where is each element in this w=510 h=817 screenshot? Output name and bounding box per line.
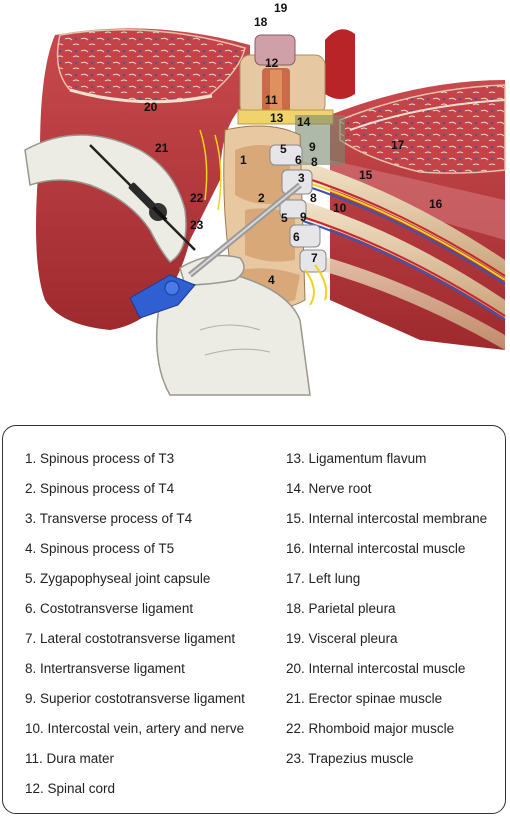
legend-item: 17. Left lung: [286, 571, 361, 586]
gloved-hands: [24, 134, 311, 396]
callout-label: 23: [190, 218, 204, 232]
legend-box: 1. Spinous process of T3 2. Spinous proc…: [2, 425, 506, 814]
legend-column-left: 1. Spinous process of T3 2. Spinous proc…: [25, 444, 245, 804]
legend-item: 1. Spinous process of T3: [25, 451, 175, 466]
legend-item: 12. Spinal cord: [25, 781, 116, 796]
aorta: [325, 29, 355, 100]
callout-label: 6: [295, 153, 302, 167]
legend-item: 14. Nerve root: [286, 481, 372, 496]
legend-item: 5. Zygapophyseal joint capsule: [25, 571, 211, 586]
legend-item: 11. Dura mater: [25, 751, 115, 766]
needle: [89, 144, 302, 319]
legend-item: 16. Internal intercostal muscle: [286, 541, 466, 556]
ribs: [299, 160, 506, 350]
callout-label: 9: [309, 140, 316, 154]
legend-item: 15. Internal intercostal membrane: [286, 511, 488, 526]
callout-label: 19: [274, 1, 288, 15]
legend-column-right: 13. Ligamentum flavum 14. Nerve root 15.…: [286, 444, 487, 774]
legend-item: 10. Intercostal vein, artery and nerve: [25, 721, 245, 736]
legend-item: 23. Trapezius muscle: [286, 751, 414, 766]
legend-item: 4. Spinous process of T5: [25, 541, 175, 556]
callout-label: 22: [190, 191, 204, 205]
legend-item: 2. Spinous process of T4: [25, 481, 175, 496]
callout-label: 4: [268, 273, 275, 287]
callout-label: 11: [265, 93, 278, 107]
callout-label: 5: [281, 211, 288, 225]
callout-label: 10: [333, 201, 347, 215]
legend-item: 6. Costotransverse ligament: [25, 601, 194, 616]
callout-labels: 1 2 3 4 5 5 6 6 7 8 8 9 9 10 11 12 13 14…: [144, 1, 443, 287]
legend-item: 13. Ligamentum flavum: [286, 451, 427, 466]
callout-label: 16: [429, 197, 443, 211]
callout-label: 18: [254, 15, 268, 29]
callout-label: 6: [293, 230, 300, 244]
callout-label: 17: [391, 138, 405, 152]
legend-item: 21. Erector spinae muscle: [286, 691, 443, 706]
callout-label: 8: [310, 191, 317, 205]
callout-label: 13: [270, 111, 284, 125]
callout-label: 12: [265, 56, 279, 70]
legend-item: 19. Visceral pleura: [286, 631, 398, 646]
callout-label: 21: [155, 141, 169, 155]
legend-item: 8. Intertransverse ligament: [25, 661, 185, 676]
callout-label: 14: [297, 115, 311, 129]
legend-item: 7. Lateral costotransverse ligament: [25, 631, 236, 646]
callout-label: 2: [258, 191, 265, 205]
callout-label: 20: [144, 100, 158, 114]
callout-label: 7: [311, 251, 318, 265]
legend-item: 9. Superior costotransverse ligament: [25, 691, 245, 706]
legend-item: 22. Rhomboid major muscle: [286, 721, 455, 736]
legend-item: 3. Transverse process of T4: [25, 511, 193, 526]
callout-label: 8: [311, 155, 318, 169]
legend-item: 20. Internal intercostal muscle: [286, 661, 466, 676]
callout-label: 3: [298, 171, 305, 185]
anatomy-illustration: 1 2 3 4 5 5 6 6 7 8 8 9 9 10 11 12 13 14…: [24, 1, 506, 396]
callout-label: 15: [359, 168, 373, 182]
callout-label: 9: [300, 210, 307, 224]
callout-label: 1: [240, 153, 247, 167]
legend-item: 18. Parietal pleura: [286, 601, 396, 616]
callout-label: 5: [280, 142, 287, 156]
